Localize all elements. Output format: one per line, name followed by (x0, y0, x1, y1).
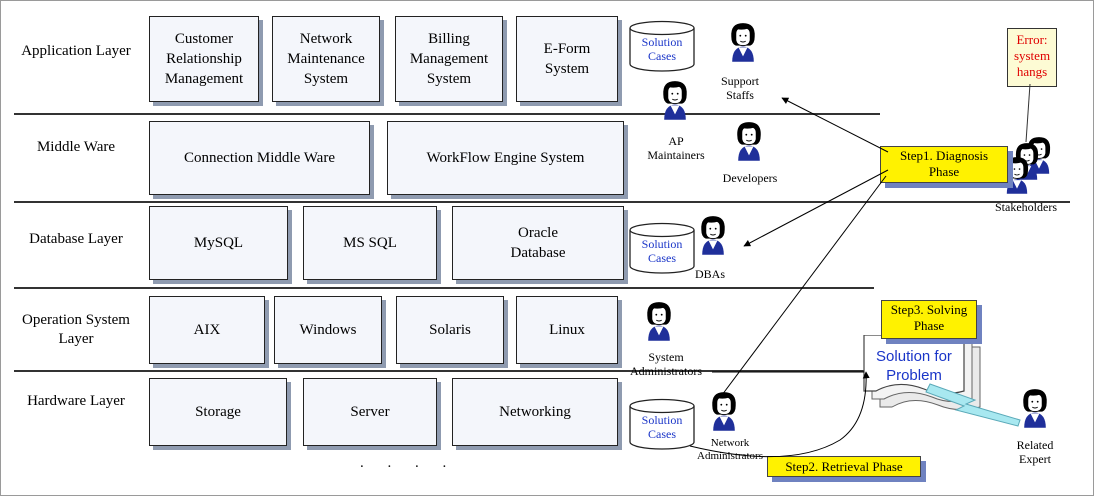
dba-person-icon (695, 213, 731, 257)
box-eform-system: E-Form System (516, 16, 618, 102)
step2-retrieval-phase-label: Step2. Retrieval Phase (767, 456, 921, 477)
layer-label-application: Application Layer (21, 43, 131, 59)
support-staff-person-icon (725, 20, 761, 64)
stakeholders-label: Stakeholders (995, 200, 1057, 214)
box-billing-management-system: Billing Management System (395, 16, 503, 102)
box-server: Server (303, 378, 437, 446)
system-administrators-label: System Administrators (630, 350, 702, 378)
box-aix: AIX (149, 296, 265, 364)
box-networking: Networking (452, 378, 618, 446)
network-administrators-label: Network Administrators (697, 437, 763, 462)
solution-cases-label: Solution Cases (641, 413, 683, 441)
solution-cases-label: Solution Cases (641, 35, 683, 63)
system-administrator-person-icon (641, 299, 677, 343)
layer-label-hardware: Hardware Layer (27, 393, 125, 409)
separator-line (14, 370, 870, 372)
box-customer-relationship-management: Customer Relationship Management (149, 16, 259, 102)
step3-solving-phase-label: Step3. Solving Phase (881, 300, 977, 339)
box-mysql: MySQL (149, 206, 288, 280)
solution-cases-label: Solution Cases (641, 237, 683, 265)
box-solaris: Solaris (396, 296, 504, 364)
developers-label: Developers (722, 171, 778, 185)
layer-label-operation-system: Operation System Layer (22, 312, 130, 347)
box-storage: Storage (149, 378, 287, 446)
network-administrator-person-icon (706, 389, 742, 433)
related-expert-person-icon (1017, 386, 1053, 430)
ap-maintainer-person-icon (657, 78, 693, 122)
developer-person-icon (731, 119, 767, 163)
solution-cases-database-icon: Solution Cases (628, 222, 696, 274)
separator-line (14, 201, 1070, 203)
box-ms-sql: MS SQL (303, 206, 437, 280)
box-linux: Linux (516, 296, 618, 364)
box-workflow-engine-system: WorkFlow Engine System (387, 121, 624, 195)
box-connection-middle-ware: Connection Middle Ware (149, 121, 370, 195)
step1-diagnosis-phase-label: Step1. Diagnosis Phase (880, 146, 1008, 183)
related-expert-label: Related Expert (1016, 438, 1054, 466)
error-note: Error: system hangs (1007, 28, 1057, 87)
support-staffs-label: Support Staffs (720, 74, 759, 102)
solution-cases-database-icon: Solution Cases (628, 398, 696, 450)
box-windows: Windows (274, 296, 382, 364)
dbas-label: DBAs (694, 267, 725, 281)
solution-for-problem-label: Solution for Problem (876, 348, 952, 384)
ellipsis-more-layers: . . . . (360, 455, 457, 471)
solution-document-icon: Solution for Problem (862, 334, 992, 425)
layer-label-database: Database Layer (29, 231, 123, 247)
solution-cases-database-icon: Solution Cases (628, 20, 696, 72)
box-network-maintenance-system: Network Maintenance System (272, 16, 380, 102)
ap-maintainers-label: AP Maintainers (647, 134, 705, 162)
layer-label-middleware: Middle Ware (36, 139, 116, 155)
separator-line (14, 113, 880, 115)
separator-line (14, 287, 874, 289)
box-oracle-database: Oracle Database (452, 206, 624, 280)
